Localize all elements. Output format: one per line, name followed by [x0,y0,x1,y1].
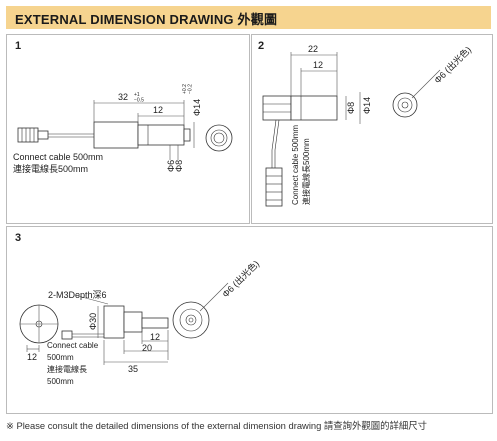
p1-connector [17,127,39,143]
panel-2-number: 2 [258,40,265,52]
panel-3-drawing [19,282,229,365]
p1-sensor-body [93,121,139,149]
p3-dim-35: 35 [128,364,138,374]
p1-front-view [205,124,233,152]
p2-cable-en: Connect cable 500mm [291,125,300,205]
p3-dim-12: 12 [150,332,160,342]
p2-dia-6-out: Φ6 (出光色) [432,44,473,85]
p2-dia-14: Φ14 [362,97,372,114]
p2-sensor-body [262,95,292,121]
p2-connector [265,167,283,207]
p3-dia-6-out: Φ6 (出光色) [220,258,261,299]
p2-dia-8: Φ8 [346,102,356,114]
p1-dim-tol: +1−0.5 [134,92,144,104]
p1-dia-14: Φ14 [192,99,202,116]
p1-cable-en: Connect cable 500mm [13,152,103,162]
p1-dim-length: 32 [118,92,128,102]
p1-dia-6: Φ6 [166,160,176,172]
panel-3-number: 3 [15,232,22,244]
p3-dia-30: Φ30 [88,313,98,330]
p1-dia-8: Φ8 [174,160,184,172]
p2-cable [271,119,277,168]
panel-2-drawing [262,52,441,207]
p3-dim-20: 20 [142,343,152,353]
p3-cable-en: Connect cable [47,341,99,350]
p2-dim-22: 22 [308,44,318,54]
page-title: EXTERNAL DIMENSION DRAWING 外觀圖 [15,12,278,27]
p2-dim-12: 12 [313,60,323,70]
p1-dim-12: 12 [153,105,163,115]
p3-cable-zh: 連接電線長 [47,364,87,374]
title-bar: EXTERNAL DIMENSION DRAWING 外觀圖 [6,6,491,29]
p2-front-view [392,92,418,118]
panel-3 [6,226,493,414]
p3-depth-label: 2-M3Depth深6 [48,290,107,300]
panel-2 [251,34,493,224]
p2-cable-zh: 連接電線長500mm [301,138,311,205]
p1-cable-zh: 連接電線長500mm [13,163,88,174]
panel-1-number: 1 [15,40,22,52]
p3-cable-500: 500mm [47,353,74,362]
p3-dim-12-left: 12 [27,352,37,362]
p3-sensor-body [103,305,125,339]
panel-1 [6,34,250,224]
footer-note: ※ Please consult the detailed dimensions… [6,420,428,431]
panel-1-drawing [17,100,233,160]
p1-tolerance: +0.2−0.2 [182,84,194,94]
p3-cable-500b: 500mm [47,377,74,386]
